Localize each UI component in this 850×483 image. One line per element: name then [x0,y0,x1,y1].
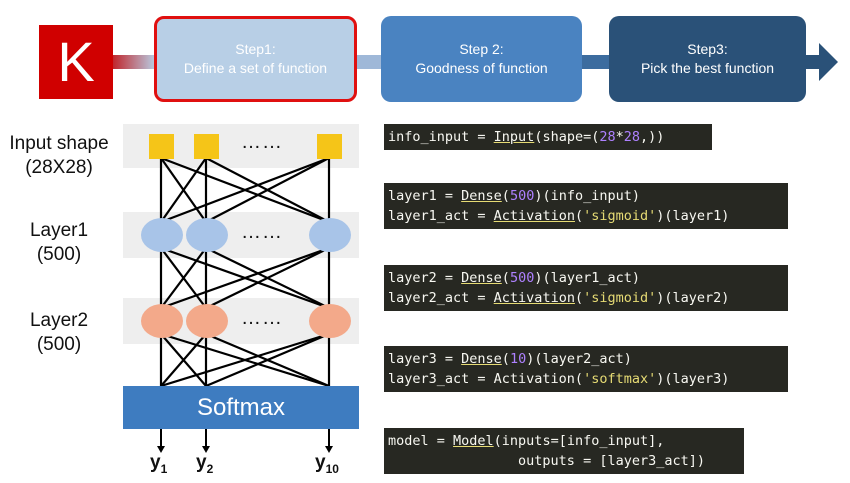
layer1-unit-1 [141,218,183,252]
layer2-size: (500) [36,334,82,355]
output-arrowhead-10 [325,446,333,453]
step1-box: Step1: Define a set of function [154,16,357,102]
layer2-unit-1 [141,304,183,338]
step1-desc: Define a set of function [183,60,328,76]
connections-layer1-layer2 [159,246,331,310]
layer1-label: Layer1 (500) [0,219,118,267]
layer2-unit-n [309,304,351,338]
connections-layer2-softmax [159,332,331,388]
step3-box: Step3: Pick the best function [609,16,806,102]
input-unit-n [317,134,342,159]
arrow-segment-tail [805,55,819,69]
arrow-segment-logo-step1 [113,55,156,69]
layer2-label: Layer2 (500) [0,309,118,357]
layer2-title: Layer2 [29,310,89,331]
arrow-segment-step2-step3 [582,55,611,69]
layer1-size: (500) [36,244,82,265]
step3-title: Step3: [687,41,728,57]
arrow-head [819,43,838,81]
code-input: info_input = Input(shape=(28*28,)) [384,124,712,150]
step3-desc: Pick the best function [640,60,775,76]
layer2-unit-2 [186,304,228,338]
keras-logo: K [39,25,113,99]
input-ellipsis: …… [241,131,283,153]
code-layer1: layer1 = Dense(500)(info_input) layer1_a… [384,183,788,229]
input-shape-dims: (28X28) [25,157,93,178]
output-arrows [160,429,330,448]
connections-input-layer1 [159,156,331,224]
layer1-ellipsis: …… [241,221,283,243]
keras-logo-letter: K [57,30,95,93]
code-layer2: layer2 = Dense(500)(layer1_act) layer2_a… [384,265,788,311]
code-model: model = Model(inputs=[info_input], outpu… [384,428,744,474]
output-y2: y2 [196,452,214,476]
output-y10: y10 [315,452,339,476]
layer1-unit-2 [186,218,228,252]
step2-title: Step 2: [459,41,504,57]
arrow-segment-step1-step2 [356,55,383,69]
input-shape-label: Input shape (28X28) [0,132,118,180]
layer1-title: Layer1 [29,220,89,241]
step2-desc: Goodness of function [415,60,548,76]
input-shape-title: Input shape [9,133,109,154]
output-y1: y1 [150,452,168,476]
input-unit-2 [194,134,219,159]
input-unit-1 [149,134,174,159]
output-arrowhead-2 [202,446,210,453]
layer1-unit-n [309,218,351,252]
softmax-box: Softmax [123,386,359,429]
layer2-ellipsis: …… [241,307,283,329]
code-layer3: layer3 = Dense(10)(layer2_act) layer3_ac… [384,346,788,392]
output-arrowhead-1 [157,446,165,453]
step2-box: Step 2: Goodness of function [381,16,582,102]
step1-title: Step1: [235,41,276,57]
